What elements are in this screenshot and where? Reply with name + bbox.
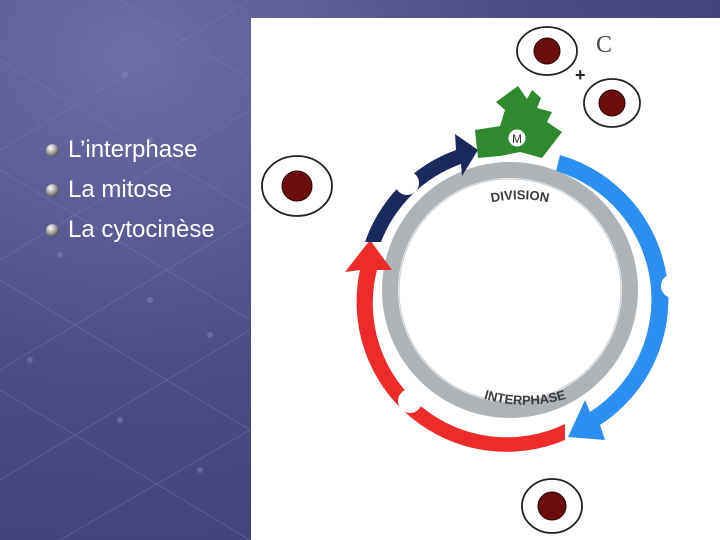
bullet-text: La mitose: [68, 176, 173, 203]
bullet-dot-icon: [46, 183, 59, 197]
preparation-phase-arrow: [365, 134, 478, 242]
cell-cycle-figure: [251, 18, 720, 540]
bullet-list: L’interphase La mitose La cytocinèse: [46, 130, 215, 250]
bullet-dot-icon: [46, 143, 59, 157]
mitosis-marker: [507, 128, 527, 148]
handwritten-letter: C: [596, 32, 612, 58]
cell-icon: [583, 78, 641, 128]
mitosis-marker-label: M: [512, 132, 522, 146]
interphase-arrow: [345, 240, 565, 452]
bullet-interphase: L’interphase: [46, 130, 215, 170]
cell-icon: [261, 155, 333, 217]
bullet-cytocinese: La cytocinèse: [46, 210, 215, 250]
phase-ring-inner-edge: [398, 178, 622, 402]
cell-icon: [521, 478, 583, 534]
bullet-mitose: La mitose: [46, 170, 215, 210]
mitosis-arrow: [475, 86, 562, 158]
ring-label-division: DIVISION: [489, 187, 550, 205]
growth-phase-arrow: [556, 155, 669, 440]
phase-boundary-marker: [395, 171, 419, 195]
bullet-text: La cytocinèse: [68, 216, 215, 243]
cell-icon: [516, 26, 578, 76]
phase-boundary-marker: [661, 274, 685, 298]
ring-label-interphase: INTERPHASE: [483, 387, 568, 408]
phase-boundary-marker: [398, 389, 422, 413]
bullet-dot-icon: [46, 223, 59, 237]
plus-sign: +: [575, 65, 586, 85]
bullet-text: L’interphase: [68, 136, 198, 163]
phase-ring: [382, 162, 638, 418]
